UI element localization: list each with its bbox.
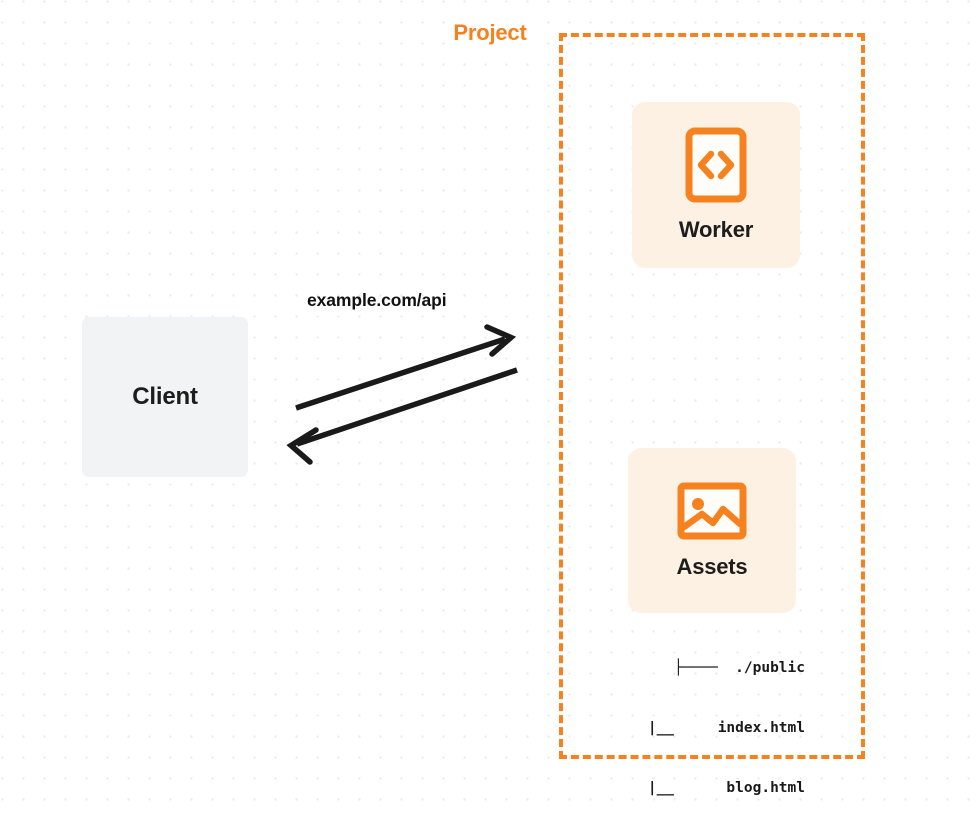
image-icon <box>677 482 747 540</box>
file-tree-line: |__ index.html <box>630 720 805 736</box>
code-brackets-icon <box>685 127 747 203</box>
file-tree-line: ├──── ./public <box>674 660 805 676</box>
connection-label: example.com/api <box>307 290 447 310</box>
worker-label: Worker <box>678 217 754 242</box>
project-boundary <box>559 33 865 759</box>
assets-label: Assets <box>676 553 748 579</box>
assets-file-tree: ├──── ./public |__ index.html |__ blog.h… <box>600 618 805 818</box>
client-node[interactable]: Client <box>82 317 248 477</box>
project-title: Project <box>447 20 533 46</box>
response-arrow <box>286 367 518 465</box>
file-tree-line: |__ blog.html <box>630 780 805 796</box>
worker-card[interactable]: Worker <box>632 102 800 268</box>
assets-card[interactable]: Assets <box>628 448 796 613</box>
request-arrow <box>295 324 517 411</box>
client-label: Client <box>132 383 198 410</box>
